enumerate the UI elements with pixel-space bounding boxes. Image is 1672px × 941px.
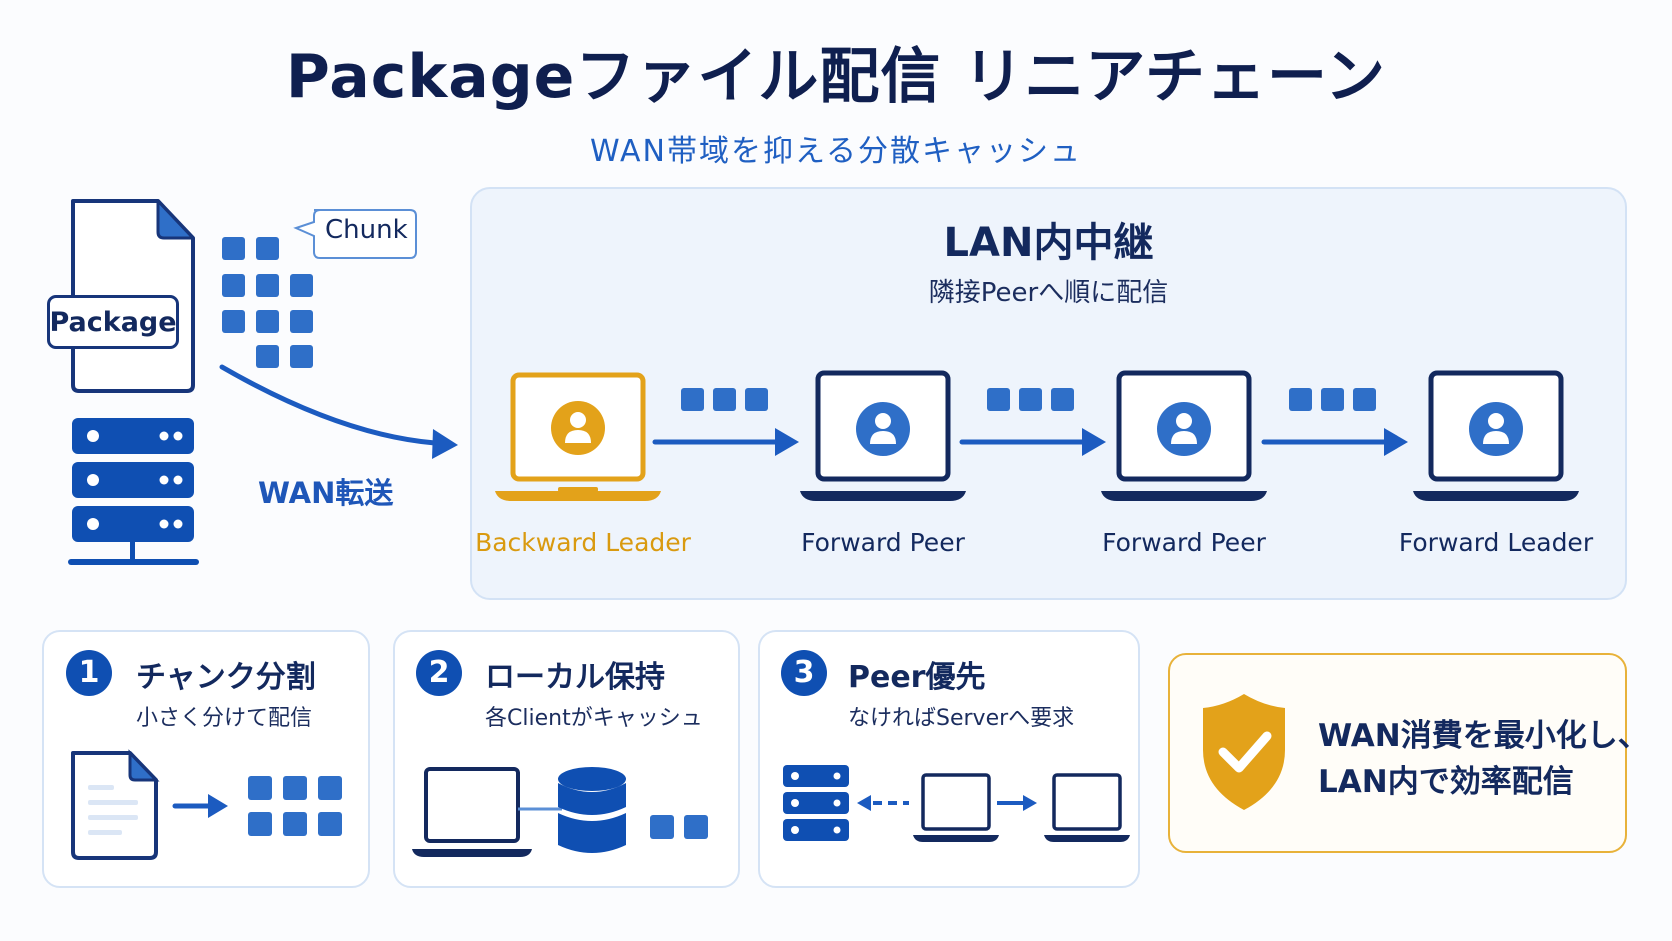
chunk-label: Chunk (325, 215, 408, 245)
laptop-forward-leader-icon (1413, 370, 1579, 501)
summary-text: WAN消費を最小化し、 LAN内で効率配信 (1318, 713, 1649, 805)
step-title: チャンク分割 (136, 660, 316, 695)
wan-transfer-label: WAN転送 (258, 476, 394, 510)
wan-transfer-arrow (219, 364, 458, 459)
package-label: Package (49, 306, 177, 338)
step-number-badge: 2 (416, 650, 462, 696)
relay-arrow-2 (959, 388, 1106, 456)
step-number-badge: 3 (781, 650, 827, 696)
chunk-grid-icon (222, 237, 313, 368)
client-cache-icon (412, 767, 708, 857)
node-label-forward-peer-1: Forward Peer (801, 528, 965, 557)
peer-priority-icon (783, 765, 1130, 842)
summary-line-1: WAN消費を最小化し、 (1318, 718, 1649, 754)
summary-line-2: LAN内で効率配信 (1318, 764, 1574, 800)
laptop-forward-peer-2-icon (1101, 370, 1267, 501)
step-subtitle: なければServerへ要求 (848, 706, 1075, 731)
page-subtitle: WAN帯域を抑える分散キャッシュ (589, 134, 1083, 169)
step-number-badge: 1 (66, 650, 112, 696)
chunk-packets-icon (681, 388, 768, 411)
shield-check-icon (1203, 694, 1285, 810)
lan-subtitle: 隣接Peerへ順に配信 (928, 278, 1169, 308)
document-split-icon (71, 749, 342, 860)
node-label-backward-leader: Backward Leader (475, 528, 691, 557)
step-title: ローカル保持 (485, 660, 665, 695)
laptop-forward-peer-1-icon (800, 370, 966, 501)
node-label-forward-leader: Forward Leader (1398, 528, 1594, 557)
node-label-forward-peer-2: Forward Peer (1102, 528, 1266, 557)
step-title: Peer優先 (848, 660, 986, 695)
server-icon (68, 418, 199, 565)
lan-title: LAN内中継 (943, 220, 1154, 266)
step-subtitle: 小さく分けて配信 (136, 706, 313, 731)
chunk-packets-icon (987, 388, 1074, 411)
relay-arrow-3 (1261, 388, 1408, 456)
chunk-packets-icon (1289, 388, 1376, 411)
laptop-backward-leader-icon (495, 372, 661, 501)
package-tag: Package (47, 295, 179, 349)
chunk-callout-bubble (293, 209, 417, 259)
page-title: Packageファイル配信 リニアチェーン (285, 42, 1387, 112)
relay-arrow-1 (652, 388, 799, 456)
step-subtitle: 各Clientがキャッシュ (485, 706, 703, 731)
